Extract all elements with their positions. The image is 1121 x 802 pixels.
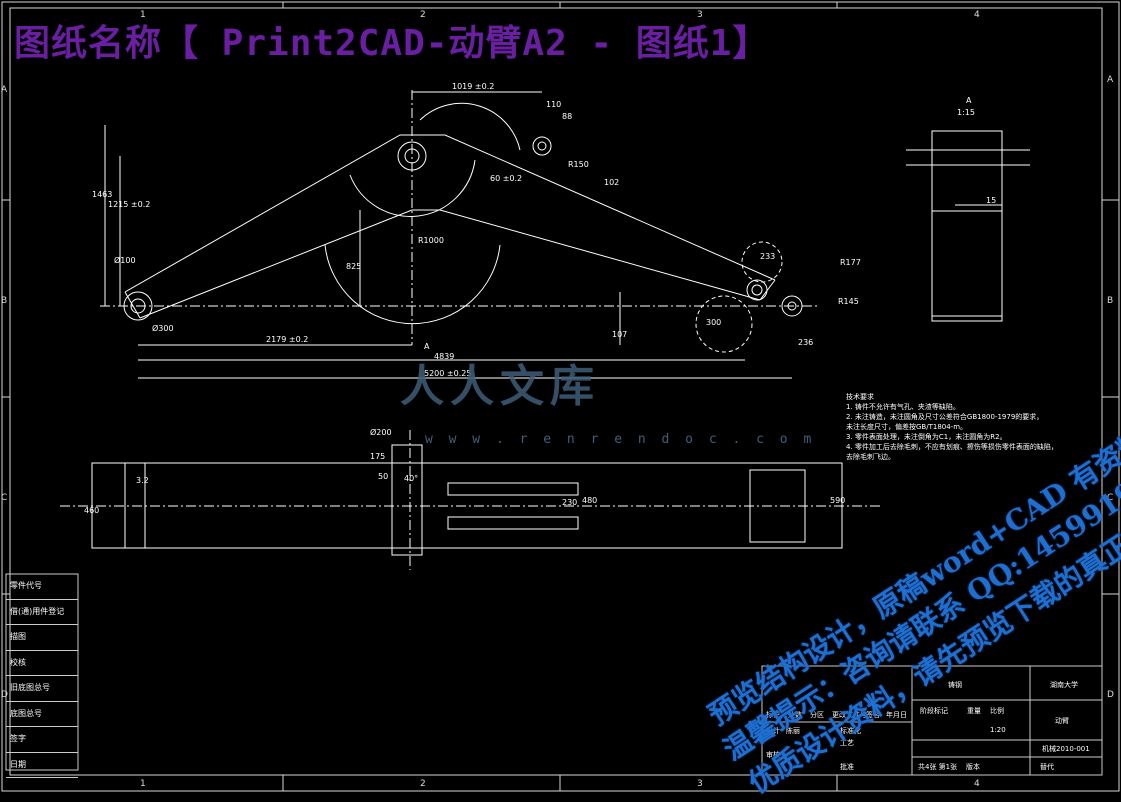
- title-block-ratio: 比例: [990, 707, 1004, 715]
- left-block-row: 借(通)用件登记: [6, 600, 78, 625]
- dim-107: 107: [612, 330, 628, 339]
- title-block-scale: 1:20: [990, 726, 1006, 734]
- left-block-row: 底图总号: [6, 702, 78, 727]
- dim-825: 825: [346, 262, 362, 271]
- dim-4839: 4839: [434, 352, 455, 361]
- dim-460: 460: [84, 506, 100, 515]
- left-block-row: 零件代号: [6, 574, 78, 600]
- zone-right-b: B: [1107, 296, 1114, 306]
- section-name: A: [966, 96, 972, 105]
- dim-1463: 1463: [92, 190, 113, 199]
- dim-roughness: 3.2: [136, 476, 149, 485]
- technical-notes: 技术要求 1. 铸件不允许有气孔、夹渣等缺陷。 2. 未注铸造，未注圆角及尺寸公…: [846, 392, 1058, 462]
- dim-5200: 5200 ±0.25: [424, 369, 472, 378]
- notes-line: 3. 零件表面处理，未注倒角为C1，未注圆角为R2。: [846, 433, 1007, 441]
- dim-590: 590: [830, 496, 846, 505]
- title-block-mark: 标记: [766, 711, 780, 719]
- left-block-row: 旧底图总号: [6, 676, 78, 702]
- left-block-row: 日期: [6, 753, 78, 778]
- notes-line: 2. 未注铸造，未注圆角及尺寸公差符合GB1800-1979的要求，: [846, 413, 1044, 421]
- dim-233: 233: [760, 252, 776, 261]
- zone-left-d: D: [1, 690, 8, 700]
- dim-480: 480: [582, 496, 598, 505]
- dim-300: 300: [706, 318, 722, 327]
- dim-60: 60 ±0.2: [490, 174, 523, 183]
- zone-top-2: 2: [420, 10, 426, 20]
- title-block-drawing-no: 机械2010-001: [1042, 745, 1090, 753]
- notes-line: 未注长度尺寸，偏差按GB/T1804-m。: [846, 423, 968, 431]
- dim-r177: R177: [840, 258, 861, 267]
- dim-2179: 2179 ±0.2: [266, 335, 309, 344]
- title-block-sheet: 共4张 第1张: [918, 763, 958, 771]
- title-block-approve: 批准: [840, 763, 854, 771]
- left-block-row: 描图: [6, 625, 78, 651]
- section-scale: 1:15: [957, 108, 975, 117]
- title-block-part: 动臂: [1055, 717, 1069, 725]
- zone-right-c: C: [1107, 493, 1114, 503]
- dim-15: 15: [986, 196, 997, 205]
- zone-left-c: C: [1, 493, 8, 503]
- dim-dia100: Ø100: [114, 256, 136, 265]
- title-block-material: 铸钢: [948, 681, 962, 689]
- zone-top-3: 3: [697, 10, 703, 20]
- dim-88: 88: [562, 112, 573, 121]
- title-block-replace: 替代: [1040, 763, 1054, 771]
- zone-left-b: B: [1, 296, 8, 306]
- zone-bottom-4: 4: [974, 779, 980, 789]
- dim-r1000: R1000: [418, 236, 444, 245]
- zone-bottom-1: 1: [140, 779, 146, 789]
- zone-bottom-2: 2: [420, 779, 426, 789]
- dim-175: 175: [370, 452, 386, 461]
- title-block-design: 设计: [766, 727, 780, 735]
- dim-r150: R150: [568, 160, 589, 169]
- dim-dia200: Ø200: [370, 428, 392, 437]
- notes-heading: 技术要求: [846, 393, 874, 401]
- watermark-url: w w w . r e n r e n d o c . c o m: [425, 432, 816, 447]
- dim-section-a: A: [424, 342, 430, 351]
- zone-left-a: A: [1, 85, 8, 95]
- zone-top-4: 4: [974, 10, 980, 20]
- dim-236: 236: [798, 338, 814, 347]
- dim-110: 110: [546, 100, 562, 109]
- title-block-designer: 陈丽: [786, 727, 800, 735]
- title-block-check: 审核: [766, 751, 780, 759]
- dim-50: 50: [378, 472, 389, 481]
- dim-r145: R145: [838, 297, 859, 306]
- left-block-row: 校核: [6, 651, 78, 676]
- dim-dia300: Ø300: [152, 324, 174, 333]
- zone-right-d: D: [1107, 690, 1114, 700]
- dim-1215: 1215 ±0.2: [108, 200, 151, 209]
- title-block-version: 版本: [966, 763, 980, 771]
- dim-1019: 1019 ±0.2: [452, 82, 495, 91]
- dim-102: 102: [604, 178, 620, 187]
- title-block-sign: 签名: [866, 711, 880, 719]
- notes-line: 1. 铸件不允许有气孔、夹渣等缺陷。: [846, 403, 960, 411]
- title-block-count: 处数: [788, 711, 802, 719]
- notes-line: 去除毛刺飞边。: [846, 453, 895, 461]
- zone-top-1: 1: [140, 10, 146, 20]
- dim-230: 230: [562, 498, 578, 507]
- title-block-school: 湖南大学: [1050, 681, 1078, 689]
- left-side-block: 零件代号 借(通)用件登记 描图 校核 旧底图总号 底图总号 签字 日期: [6, 574, 78, 778]
- title-block-process: 工艺: [840, 739, 854, 747]
- title-block-weight: 重量: [967, 707, 981, 715]
- left-block-row: 签字: [6, 727, 78, 753]
- zone-right-a: A: [1107, 75, 1114, 85]
- dim-40deg: 40°: [404, 474, 419, 483]
- watermark-logo: 人人文库: [400, 361, 600, 412]
- drawing-title: 图纸名称【 Print2CAD-动臂A2 - 图纸1】: [14, 23, 770, 64]
- notes-line: 4. 零件加工后去除毛刺，不应有划痕、擦伤等损伤零件表面的缺陷，: [846, 443, 1058, 451]
- zone-bottom-3: 3: [697, 779, 703, 789]
- title-block-stage: 阶段标记: [920, 707, 948, 715]
- title-block-zone: 分区: [810, 711, 824, 719]
- title-block-doc: 更改文件号: [832, 711, 867, 719]
- title-block-date: 年月日: [886, 711, 907, 719]
- title-block-std: 标准化: [840, 727, 861, 735]
